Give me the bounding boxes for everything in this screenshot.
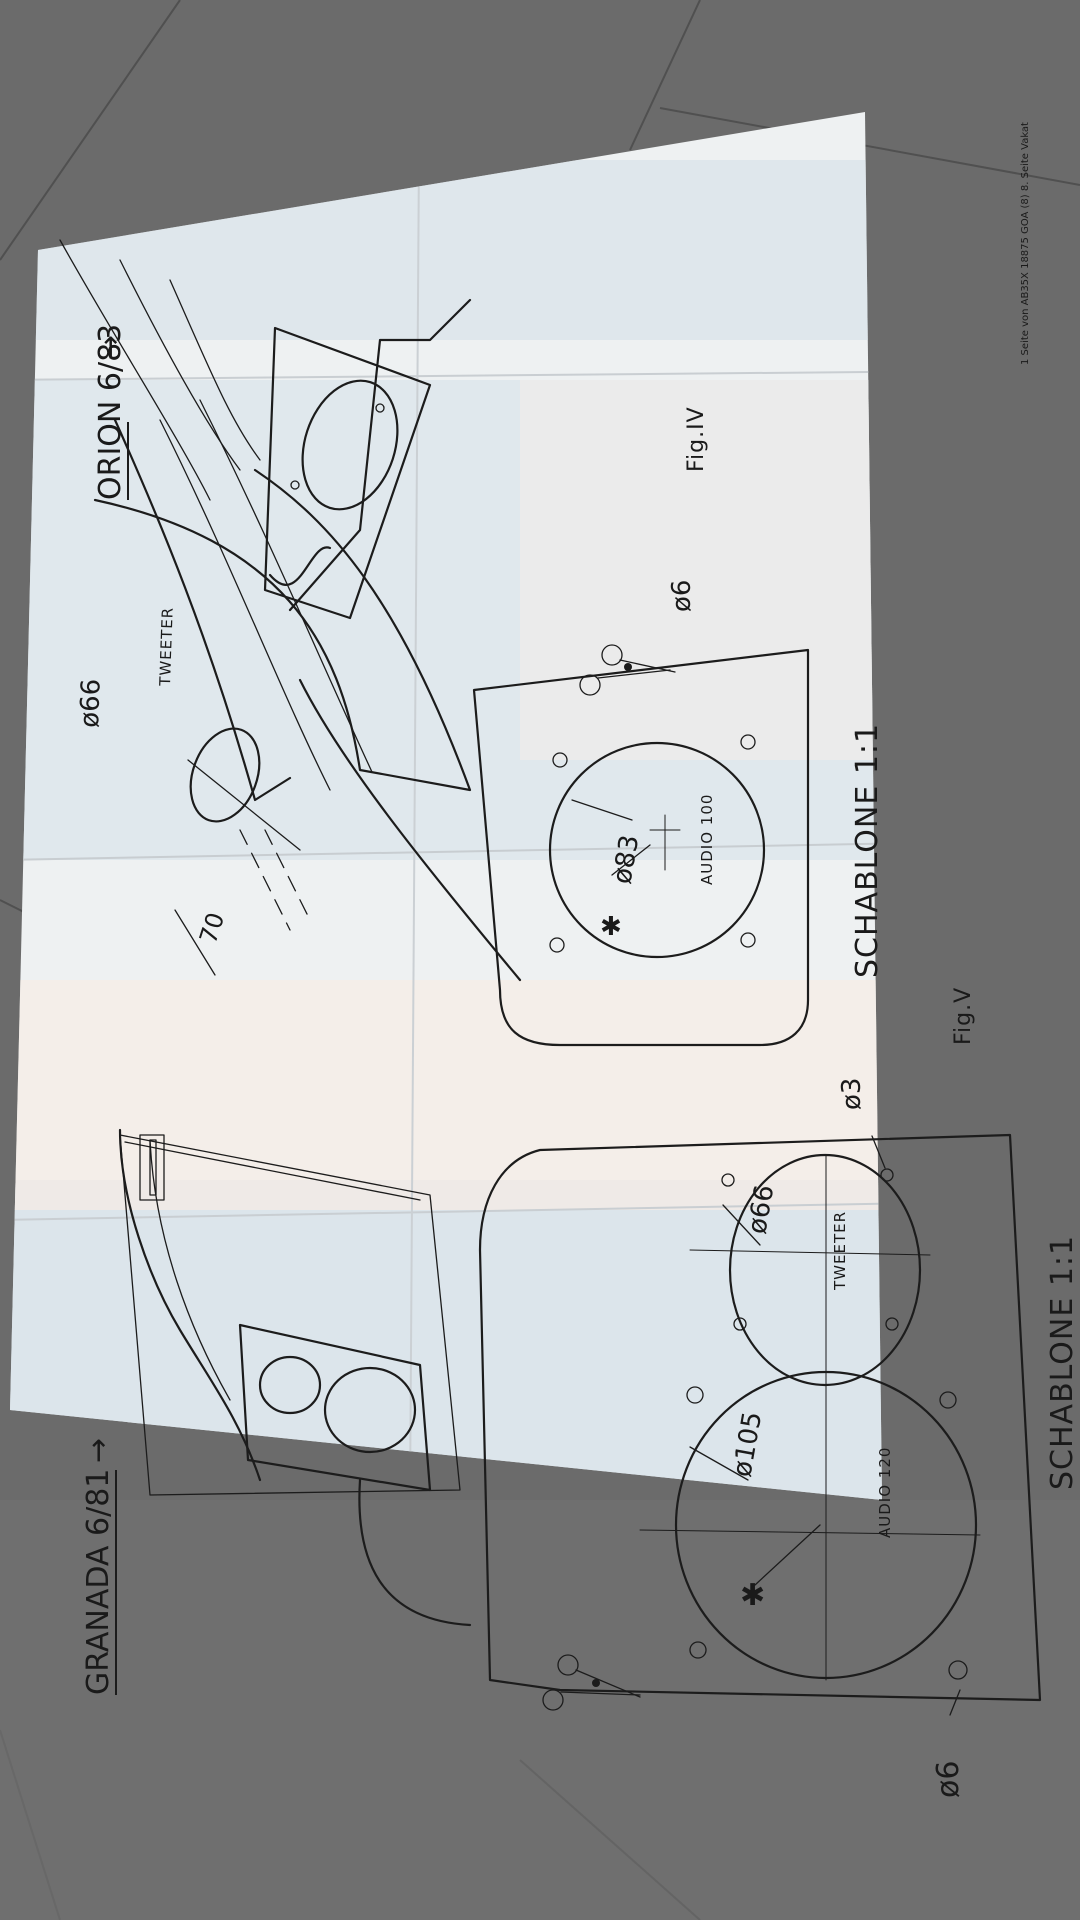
orion-hole-diameter: ø6 [667,580,697,612]
granada-schablone-label: SCHABLONE 1:1 [1045,1235,1080,1490]
granada-car-door-drawing [118,1128,472,1627]
footer-note: 1 Seite von AB35X 18875 GOA (8) 8. Seite… [1020,122,1031,365]
orion-schablone-label: SCHABLONE 1:1 [850,723,885,978]
orion-title: ORION 6/83 [93,324,128,500]
orion-speaker-label: AUDIO 100 [698,794,716,885]
asterisk-icon: ✱ [600,912,622,942]
orion-template [472,648,810,1047]
orion-car-door-drawing [59,239,522,982]
orion-tweeter-label: TWEETER [156,607,177,688]
granada-title-group: GRANADA 6/81 → [81,1438,117,1695]
granada-tweeter-label: TWEETER [831,1211,849,1291]
granada-hole-diameter: ø6 [931,1761,966,1798]
asterisk-icon: ✱ [740,1578,765,1613]
arrow-right-icon: → [93,335,128,360]
orion-scissors-icon [579,644,676,696]
granada-scissors-icon [542,1654,641,1711]
granada-speaker-label: AUDIO 120 [876,1447,894,1538]
orion-tweeter-diameter: ø66 [75,678,107,728]
granada-small-hole-diameter: ø3 [837,1078,867,1110]
orion-title-group: ORION 6/83 → [93,324,129,500]
granada-template [478,1133,1042,1716]
granada-title: GRANADA 6/81 [81,1469,116,1695]
granada-figure-label: Fig.V [951,987,976,1045]
orion-figure-label: Fig.IV [684,406,709,472]
arrow-right-icon: → [81,1438,116,1463]
